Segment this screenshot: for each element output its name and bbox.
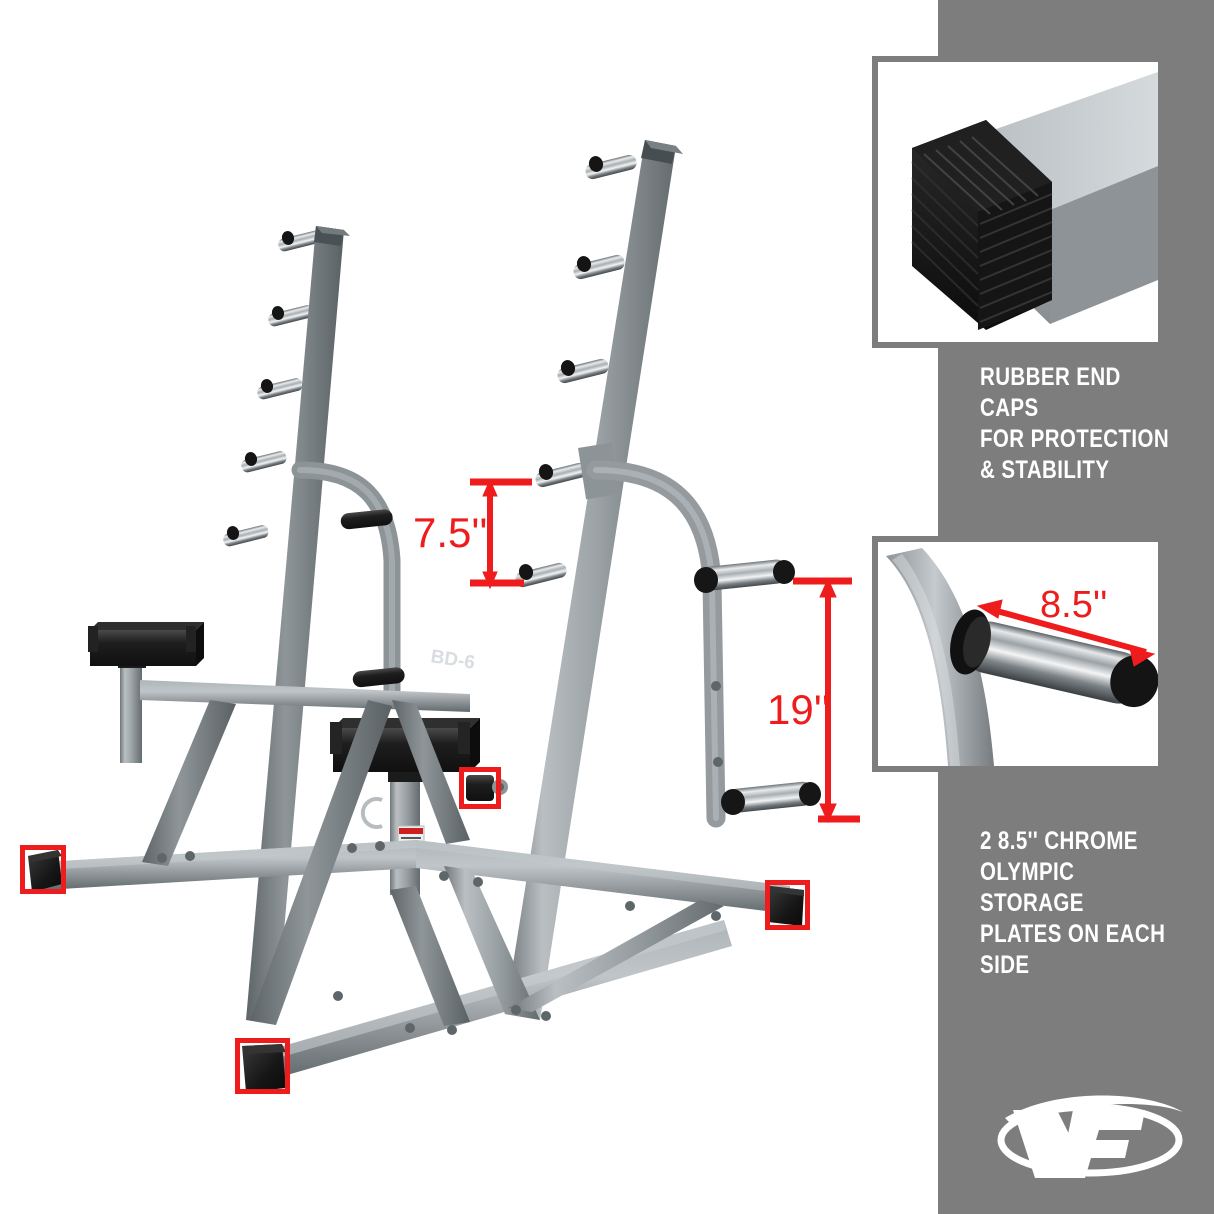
product-photo: BD-6 bbox=[28, 140, 860, 1092]
rubber-foot-front bbox=[242, 1044, 286, 1092]
bar-catch-end bbox=[466, 775, 494, 801]
vf-logo: VF bbox=[997, 1095, 1183, 1178]
highlight-rubber-foot-left bbox=[20, 845, 66, 894]
model-decal: BD-6 bbox=[429, 646, 476, 674]
dimension-label-8-5: 8.5'' bbox=[1040, 584, 1108, 626]
rubber-foot-right bbox=[768, 886, 804, 926]
caption-storage-plates: 2 8.5'' CHROME OLYMPIC STORAGE PLATES ON… bbox=[980, 827, 1166, 979]
peg-group-rear bbox=[223, 230, 324, 547]
highlight-rubber-foot-front bbox=[235, 1038, 290, 1094]
storage-post-lower bbox=[721, 781, 822, 815]
dimension-label-7-5: 7.5'' bbox=[413, 509, 488, 556]
storage-post-upper bbox=[694, 559, 796, 593]
highlight-rubber-foot-right bbox=[765, 880, 810, 930]
peg-group-front bbox=[515, 154, 637, 588]
rear-bar-stop-lower bbox=[352, 667, 405, 688]
inset-rubber-end-cap bbox=[872, 56, 1164, 348]
rear-upper-rail bbox=[140, 680, 470, 712]
highlight-bar-catch bbox=[459, 767, 501, 809]
dimension-75-leader bbox=[470, 478, 532, 590]
caption-rubber-end-caps: RUBBER END CAPS FOR PROTECTION & STABILI… bbox=[980, 363, 1170, 484]
rear-bar-stop bbox=[340, 509, 393, 530]
legs bbox=[142, 700, 724, 1026]
base-rail-left bbox=[44, 840, 416, 890]
base-rail-right bbox=[416, 840, 790, 914]
rack-rear-upright bbox=[223, 226, 350, 1025]
rubber-foot-left bbox=[28, 850, 62, 892]
bar-saddle-rear bbox=[88, 622, 204, 763]
rack-front-upright bbox=[505, 140, 683, 1020]
dimension-19-leader bbox=[793, 577, 860, 824]
hardware-bolts bbox=[157, 681, 723, 1035]
inset-storage-post bbox=[872, 536, 1164, 772]
dimension-label-19: 19'' bbox=[767, 686, 830, 733]
rear-support-arm bbox=[291, 461, 405, 709]
